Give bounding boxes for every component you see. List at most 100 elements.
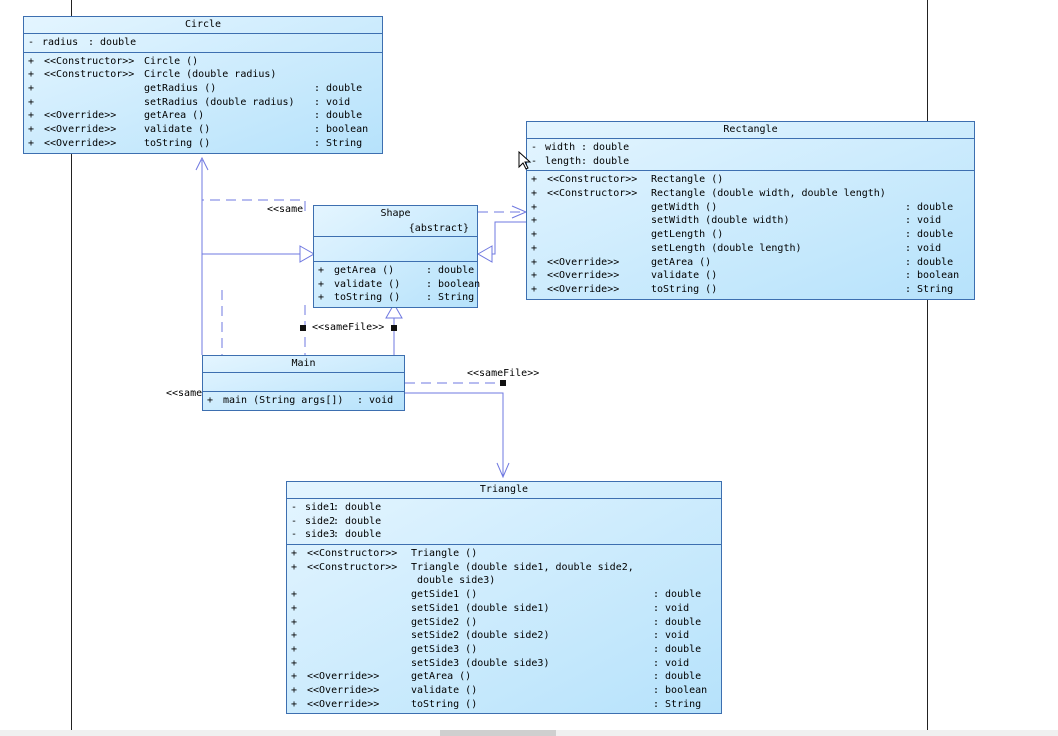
operation-row[interactable]: +<<Override>>toString (): String xyxy=(527,283,974,297)
operation-row[interactable]: +getWidth (): double xyxy=(527,201,974,215)
operation-return-type: : String xyxy=(905,283,954,295)
operation-row[interactable]: +validate (): boolean xyxy=(314,278,480,292)
operation-return-type: : double xyxy=(653,643,702,655)
operation-signature: getSide2 () xyxy=(411,616,478,628)
operation-stereotype: <<Constructor>> xyxy=(547,188,638,200)
attribute-type: : double xyxy=(88,37,137,48)
visibility-marker: + xyxy=(291,684,298,696)
attribute-name: length xyxy=(545,155,582,167)
operation-row[interactable]: + <<Override>> validate () : boolean xyxy=(287,684,721,698)
operation-return-type: : boolean xyxy=(905,270,960,282)
operation-row[interactable]: +<<Override>>validate (): boolean xyxy=(24,123,382,137)
attribute-row[interactable]: -side1: double xyxy=(287,501,721,515)
operation-stereotype: <<Override>> xyxy=(307,671,380,683)
operation-stereotype: <<Override>> xyxy=(307,684,380,696)
attribute-name: side2 xyxy=(305,515,336,527)
class-circle[interactable]: Circle -radius: double +<<Constructor>>C… xyxy=(23,16,383,154)
samefile-label-right: <<sameFile>> xyxy=(467,368,540,379)
operation-return-type: : String xyxy=(426,292,475,304)
visibility-marker: + xyxy=(291,698,298,710)
class-triangle[interactable]: Triangle -side1: double-side2: double-si… xyxy=(286,481,722,715)
visibility-marker: + xyxy=(291,630,298,642)
visibility-marker: + xyxy=(531,283,538,295)
operation-stereotype: <<Override>> xyxy=(44,110,117,122)
attributes-section: -side1: double-side2: double-side3: doub… xyxy=(287,499,721,546)
operation-stereotype: <<Override>> xyxy=(44,124,117,136)
operation-signature: validate () xyxy=(334,278,401,290)
attribute-row[interactable]: -side3: double xyxy=(287,528,721,542)
operation-row[interactable]: +setLength (double length): void xyxy=(527,242,974,256)
visibility-marker: + xyxy=(531,215,538,227)
operation-row[interactable]: +getLength (): double xyxy=(527,228,974,242)
attribute-row[interactable]: -radius: double xyxy=(24,36,382,50)
operation-signature: toString () xyxy=(334,292,401,304)
operation-return-type: : void xyxy=(653,630,690,642)
scrollbar-thumb[interactable] xyxy=(440,730,556,736)
mouse-cursor-icon xyxy=(518,151,532,170)
class-main[interactable]: Main +main (String args[]): void xyxy=(202,355,405,411)
operation-row[interactable]: +<<Override>>getArea (): double xyxy=(287,670,721,684)
operation-row[interactable]: +getArea (): double xyxy=(314,264,477,278)
attribute-row[interactable]: -width: double xyxy=(527,141,974,155)
operation-row[interactable]: +<<Constructor>>Rectangle (double width,… xyxy=(527,187,974,201)
operation-row[interactable]: +<<Constructor>>Triangle (double side1, … xyxy=(287,561,721,575)
operation-signature: double side3) xyxy=(411,575,496,587)
shape-gen-triangle-left xyxy=(299,245,316,263)
operation-row[interactable]: +<<Override>>getArea (): double xyxy=(24,109,382,123)
visibility-marker: + xyxy=(531,201,538,213)
operation-stereotype: <<Override>> xyxy=(547,270,620,282)
operation-stereotype: <<Constructor>> xyxy=(547,174,638,186)
operation-signature: validate () xyxy=(411,684,478,696)
operation-return-type: : double xyxy=(314,83,363,95)
operation-row[interactable]: +<<Constructor>>Triangle () xyxy=(287,547,721,561)
operation-row[interactable]: +<<Override>>getArea (): double xyxy=(527,256,974,270)
selection-handle[interactable] xyxy=(500,380,506,386)
operation-row[interactable]: +setSide1 (double side1): void xyxy=(287,602,721,616)
operation-return-type: : double xyxy=(905,201,954,213)
class-shape[interactable]: Shape {abstract} +getArea (): double+val… xyxy=(313,205,480,309)
operation-row[interactable]: +setSide3 (double side3): void xyxy=(287,657,721,671)
operation-row[interactable]: +main (String args[]): void xyxy=(203,394,404,408)
attribute-row[interactable]: -side2: double xyxy=(287,515,721,529)
selection-handle[interactable] xyxy=(300,325,306,331)
operation-signature: setLength (double length) xyxy=(651,242,802,254)
visibility-marker: + xyxy=(531,174,538,186)
operation-row[interactable]: +getSide3 (): double xyxy=(287,643,721,657)
class-name: Main xyxy=(203,356,404,373)
visibility-marker: + xyxy=(28,124,35,136)
page-boundary-left xyxy=(71,0,72,730)
operation-row[interactable]: +setWidth (double width): void xyxy=(527,214,974,228)
operation-signature: validate () xyxy=(651,270,718,282)
operation-return-type: : boolean xyxy=(653,684,708,696)
operation-return-type: : void xyxy=(905,242,942,254)
visibility-marker: + xyxy=(28,55,35,67)
operation-row[interactable]: +toString (): String xyxy=(314,291,477,305)
attribute-row[interactable]: -length: double xyxy=(527,155,974,169)
operation-return-type: : double xyxy=(314,110,363,122)
operation-row[interactable]: +<<Override>>validate (): boolean xyxy=(527,269,974,283)
visibility-marker: + xyxy=(291,561,298,573)
operation-row[interactable]: +<<Constructor>>Rectangle () xyxy=(527,173,974,187)
operation-signature: getArea () xyxy=(651,256,712,268)
operation-row[interactable]: +setSide2 (double side2): void xyxy=(287,629,721,643)
operation-row[interactable]: +<<Override>>toString (): String xyxy=(24,137,382,151)
operation-stereotype: <<Override>> xyxy=(44,137,117,149)
operation-signature: getArea () xyxy=(144,110,205,122)
operations-section: +getArea (): double+validate (): boolean… xyxy=(314,262,480,307)
class-rectangle[interactable]: Rectangle -width: double-length: double … xyxy=(526,121,975,300)
operation-row[interactable]: +setRadius (double radius): void xyxy=(24,96,382,110)
operation-row[interactable]: +<<Override>>toString (): String xyxy=(287,698,721,712)
operation-row[interactable]: +getSide1 (): double xyxy=(287,588,721,602)
visibility-marker: + xyxy=(531,229,538,241)
operation-row[interactable]: +getRadius (): double xyxy=(24,82,382,96)
operation-row[interactable]: +<<Constructor>>Circle () xyxy=(24,55,382,69)
operation-row[interactable]: +<<Constructor>>Circle (double radius) xyxy=(24,68,382,82)
selection-handle[interactable] xyxy=(391,325,397,331)
operation-row[interactable]: double side3) xyxy=(287,574,721,588)
class-name: Rectangle xyxy=(527,122,974,139)
operation-return-type: : double xyxy=(905,229,954,241)
operation-signature: toString () xyxy=(651,283,718,295)
operation-row[interactable]: +getSide2 (): double xyxy=(287,616,721,630)
attribute-type: : double xyxy=(333,515,382,527)
